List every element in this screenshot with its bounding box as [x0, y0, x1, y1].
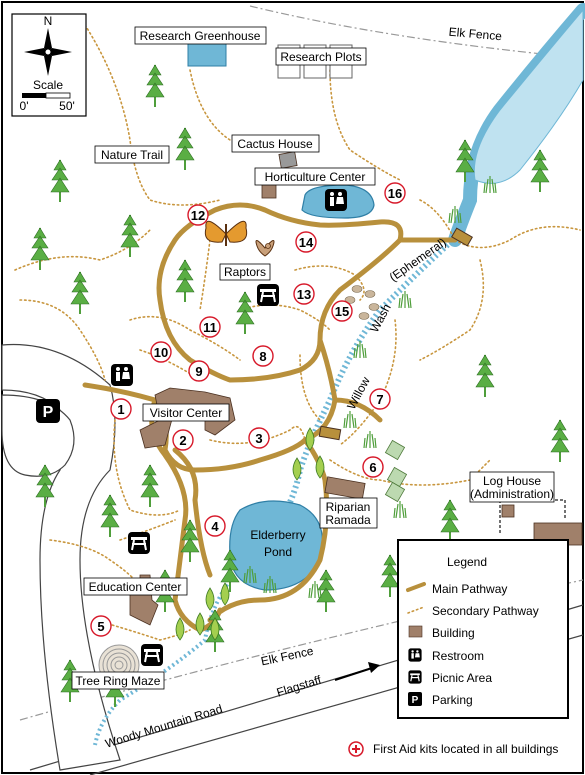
scale-end-label: 50': [59, 99, 75, 113]
raptors-label: Raptors: [224, 265, 266, 279]
visitor-center-label: Visitor Center: [150, 406, 222, 420]
legend-secondary-pathway: Secondary Pathway: [432, 604, 539, 618]
marker-2[interactable]: 2: [172, 429, 194, 451]
pond-label: Pond: [264, 545, 292, 559]
marker-8[interactable]: 8: [252, 345, 274, 367]
elderberry-label: Elderberry: [250, 528, 305, 542]
marker-4[interactable]: 4: [204, 515, 226, 537]
parking-symbol-text: P: [43, 404, 54, 421]
log-house-building: [501, 504, 515, 518]
ramada-label: Ramada: [325, 513, 371, 527]
marker-3[interactable]: 3: [248, 427, 270, 449]
riparian-label: Riparian: [326, 500, 371, 514]
legend-picnic-area: Picnic Area: [432, 671, 492, 685]
marker-15[interactable]: 15: [331, 300, 353, 322]
marker-1[interactable]: 1: [110, 398, 132, 420]
riparian-ramada-building: [324, 476, 366, 500]
elk-fence-top-label: Elk Fence: [448, 25, 503, 44]
cactus-house-building: [278, 151, 298, 169]
legend: Legend Main Pathway Secondary Pathway Bu…: [397, 539, 569, 719]
education-center-label: Education Center: [89, 580, 182, 594]
cactus-house-label: Cactus House: [237, 137, 313, 151]
marker-7[interactable]: 7: [369, 388, 391, 410]
riparian-plots: [384, 439, 408, 503]
svg-text:4: 4: [211, 519, 219, 534]
flagstaff-arrow: [334, 667, 373, 681]
legend-main-pathway: Main Pathway: [432, 582, 507, 596]
picnic-icon-maze: [140, 643, 164, 667]
marker-13[interactable]: 13: [293, 283, 315, 305]
first-aid-label: First Aid kits located in all buildings: [373, 742, 558, 756]
marker-12[interactable]: 12: [187, 204, 209, 226]
legend-parking-symbol: P: [412, 695, 419, 706]
svg-text:9: 9: [195, 364, 202, 379]
svg-text:10: 10: [154, 345, 168, 360]
parking-icon: P: [36, 399, 60, 423]
stone-circle: [344, 285, 380, 320]
legend-building: Building: [432, 626, 475, 640]
pond-outlet: [93, 578, 232, 746]
butterfly-icon: [204, 220, 248, 246]
research-greenhouse-label: Research Greenhouse: [140, 29, 261, 43]
svg-text:5: 5: [97, 619, 104, 634]
scale-title: Scale: [33, 78, 63, 92]
restroom-icon-visitor: [111, 364, 133, 386]
svg-text:2: 2: [179, 433, 186, 448]
svg-text:11: 11: [203, 320, 217, 335]
svg-text:1: 1: [117, 402, 124, 417]
legend-restroom: Restroom: [432, 649, 484, 663]
compass-north-label: N: [44, 14, 53, 28]
marker-5[interactable]: 5: [90, 615, 112, 637]
marker-16[interactable]: 16: [384, 182, 406, 204]
picnic-icon-raptors: [256, 283, 280, 307]
svg-text:7: 7: [376, 392, 383, 407]
legend-parking: Parking: [432, 693, 473, 707]
nature-trail-label: Nature Trail: [101, 148, 163, 162]
svg-text:8: 8: [259, 349, 266, 364]
svg-text:12: 12: [191, 208, 205, 223]
marker-11[interactable]: 11: [199, 316, 221, 338]
marker-6[interactable]: 6: [362, 456, 384, 478]
log-house-label: Log House: [483, 474, 541, 488]
upper-pool: [473, 8, 584, 184]
svg-text:15: 15: [335, 304, 349, 319]
scale-start-label: 0': [20, 99, 29, 113]
research-plots-label: Research Plots: [280, 50, 361, 64]
horticulture-center-label: Horticulture Center: [265, 170, 366, 184]
administration-label: (Administration): [470, 487, 554, 501]
marker-14[interactable]: 14: [295, 231, 317, 253]
restroom-icon-horticulture: [325, 189, 347, 211]
marker-9[interactable]: 9: [188, 360, 210, 382]
svg-text:14: 14: [299, 235, 314, 250]
picnic-icon-education: [127, 531, 151, 555]
marker-10[interactable]: 10: [150, 341, 172, 363]
horticulture-center-building: [261, 183, 277, 199]
compass-box: N Scale 0' 50': [11, 13, 87, 117]
elk-fence-top: [249, 5, 584, 59]
first-aid-note: First Aid kits located in all buildings: [348, 741, 558, 757]
svg-text:6: 6: [369, 460, 376, 475]
tree-ring-maze-label: Tree Ring Maze: [76, 674, 161, 688]
flagstaff-arrowhead: [368, 662, 380, 673]
wash-bridge: [318, 425, 342, 441]
svg-text:16: 16: [388, 186, 402, 201]
svg-text:13: 13: [297, 287, 311, 302]
raptor-icon: [255, 240, 275, 257]
svg-text:3: 3: [255, 431, 262, 446]
label-boxes: [71, 26, 555, 690]
upper-bridge: [451, 227, 473, 247]
visitor-center-building: [139, 387, 236, 449]
legend-title: Legend: [447, 555, 487, 569]
numbered-markers: 1 2 3 4 5 6 7 8 9 10 11 12 13 14 15 16: [90, 182, 406, 637]
